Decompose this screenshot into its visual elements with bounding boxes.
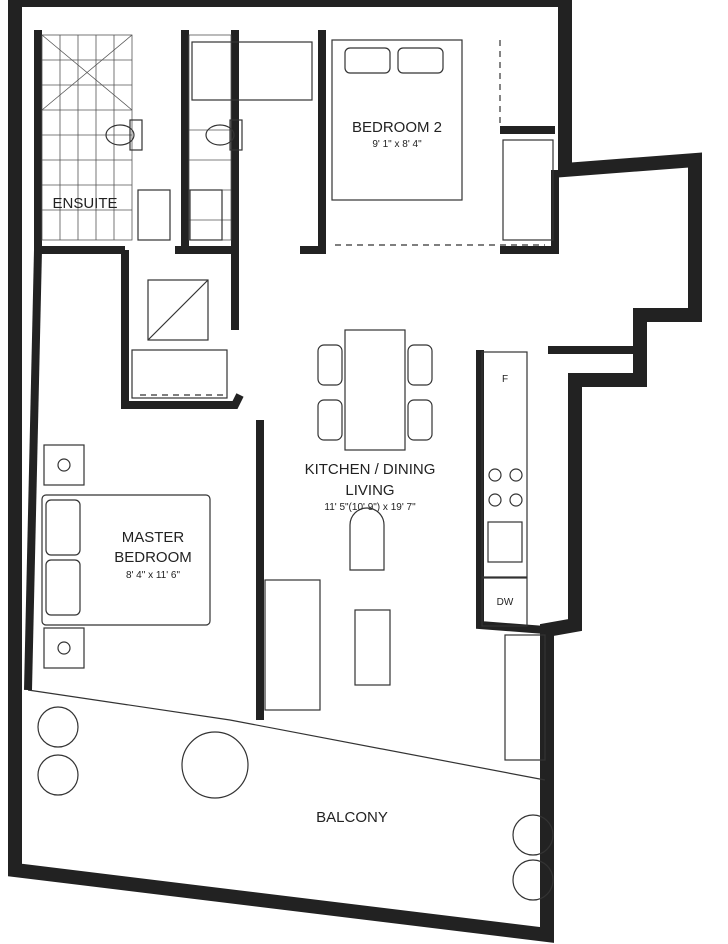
exterior-wall — [8, 0, 702, 943]
laundry-closet — [131, 279, 228, 399]
master-bed — [41, 494, 211, 626]
media-unit — [504, 634, 546, 761]
dishwasher-label: DW — [497, 597, 514, 608]
nightstand — [43, 444, 85, 486]
ensuite-sink — [137, 189, 171, 241]
pillow-icon — [397, 47, 444, 74]
pillow-icon — [45, 559, 81, 616]
lamp-icon — [57, 641, 71, 655]
desk — [502, 139, 554, 241]
kitchen-sink — [487, 521, 523, 563]
room-label-bedroom2: BEDROOM 2 — [352, 119, 442, 136]
room-label-ensuite: ENSUITE — [52, 195, 117, 212]
room-dims-kitchen: 11' 5"(10' 9") x 19' 7" — [324, 502, 416, 513]
coffee-table — [354, 609, 391, 686]
room-label-living: LIVING — [345, 482, 394, 499]
balcony-wall — [27, 689, 546, 781]
bath2-toilet — [205, 119, 243, 151]
ensuite-shower-tiles — [41, 34, 133, 241]
dishwasher — [481, 577, 528, 627]
dining-table — [344, 329, 406, 451]
chair-icon — [407, 399, 433, 441]
nightstand — [43, 627, 85, 669]
room-dims-master: 8' 4" x 11' 6" — [126, 570, 181, 581]
lamp-icon — [57, 458, 71, 472]
room-label-master-1: MASTER — [122, 529, 185, 546]
room-label-master-2: BEDROOM — [114, 549, 192, 566]
room-label-kitchen: KITCHEN / DINING — [305, 461, 436, 478]
bath2-tiles — [188, 34, 313, 241]
chair-icon — [317, 399, 343, 441]
pillow-icon — [45, 499, 81, 556]
interior-walls — [24, 30, 640, 720]
balcony-table — [181, 731, 249, 799]
bed2-bed — [331, 39, 463, 201]
sofa — [264, 579, 321, 711]
chair-icon — [407, 344, 433, 386]
chair-icon — [317, 344, 343, 386]
armchair-icon — [349, 507, 385, 571]
room-label-balcony: BALCONY — [316, 809, 388, 826]
ensuite-toilet — [105, 119, 143, 151]
bath2-sink — [189, 189, 223, 241]
fridge-label: F — [502, 374, 508, 385]
kitchen-counter — [481, 351, 528, 578]
room-dims-bedroom2: 9' 1" x 8' 4" — [372, 139, 422, 150]
planter-icon — [37, 706, 554, 901]
bathtub — [191, 41, 313, 101]
pillow-icon — [344, 47, 391, 74]
stove-icon — [488, 468, 523, 507]
